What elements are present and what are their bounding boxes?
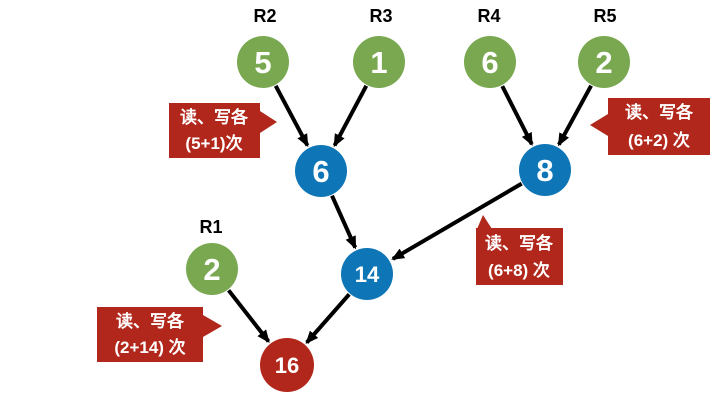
callout-line2: (2+14) 次 [114, 337, 185, 357]
arrow-r4-to-sum8 [500, 85, 534, 146]
node-r1: R1 2 [186, 217, 238, 295]
arrow-sum14-to-sum16 [305, 292, 351, 345]
node-circle [260, 338, 314, 392]
node-value: 2 [595, 45, 612, 80]
node-value: 14 [355, 262, 380, 287]
callout-line1: 读、写各 [180, 107, 249, 127]
callout-pointer [477, 215, 492, 229]
arrow-r5-to-sum8 [557, 84, 593, 147]
node-value: 5 [254, 45, 271, 80]
node-value: 16 [275, 353, 299, 378]
callout-right: 读、写各 (6+2) 次 [590, 98, 710, 155]
callout-line1: 读、写各 [485, 233, 554, 253]
node-r3: R3 1 [353, 6, 405, 88]
node-circle [186, 243, 238, 295]
node-sum8: 8 [519, 144, 571, 196]
callout-pointer [590, 114, 608, 136]
node-sum14: 14 [341, 248, 393, 300]
node-value: 6 [312, 154, 329, 189]
node-value: 6 [481, 45, 498, 80]
callout-line2: (5+1)次 [185, 133, 242, 153]
node-value: 2 [203, 252, 220, 287]
node-circle [578, 36, 630, 88]
node-r5: R5 2 [578, 6, 630, 88]
register-label: R1 [199, 217, 222, 237]
node-circle [237, 36, 289, 88]
node-circle [295, 145, 347, 197]
callout-left: 读、写各 (5+1)次 [169, 103, 277, 158]
node-sum6: 6 [295, 145, 347, 197]
callout-middle: 读、写各 (6+8) 次 [476, 215, 563, 285]
callout-box [169, 103, 260, 158]
callout-box [97, 307, 203, 362]
callout-box [476, 228, 563, 285]
register-label: R5 [593, 6, 616, 26]
callout-line2: (6+8) 次 [488, 260, 550, 280]
callout-pointer [260, 111, 277, 133]
callout-line1: 读、写各 [625, 102, 694, 122]
node-r2: R2 5 [237, 6, 289, 88]
node-circle [353, 36, 405, 88]
node-value: 8 [536, 153, 553, 188]
node-r4: R4 6 [464, 6, 516, 88]
callout-line2: (6+2) 次 [628, 130, 690, 150]
node-circle [464, 36, 516, 88]
register-label: R2 [253, 6, 276, 26]
callout-pointer [203, 315, 222, 337]
callout-line1: 读、写各 [116, 311, 185, 331]
node-value: 1 [370, 45, 387, 80]
arrow-sum8-to-sum14 [391, 181, 523, 261]
node-circle [519, 144, 571, 196]
arrow-r1-to-sum16 [227, 289, 271, 343]
register-label: R3 [369, 6, 392, 26]
register-label: R4 [477, 6, 500, 26]
arrow-sum6-to-sum14 [330, 194, 358, 250]
node-sum16: 16 [260, 338, 314, 392]
arrow-r2-to-sum6 [273, 84, 310, 148]
arrows [227, 84, 593, 345]
callout-box [608, 98, 710, 155]
arrow-r3-to-sum6 [332, 84, 369, 148]
node-circle [341, 248, 393, 300]
callout-bottom: 读、写各 (2+14) 次 [97, 307, 222, 362]
